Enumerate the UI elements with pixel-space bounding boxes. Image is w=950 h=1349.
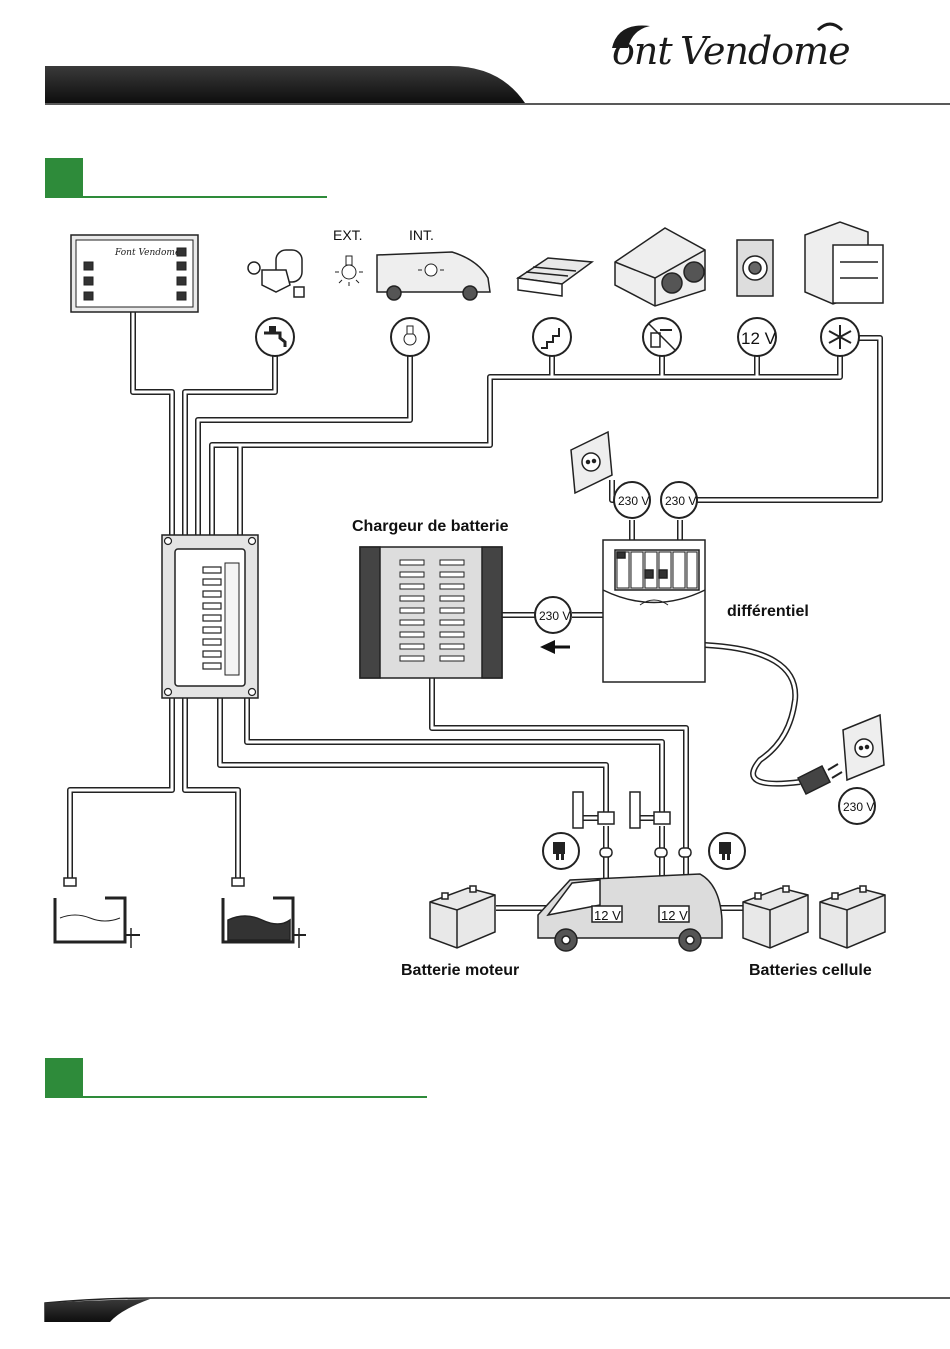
battery-icon xyxy=(430,886,495,948)
lamp-int-label: INT. xyxy=(409,227,434,243)
badge-12v-left: 12 V xyxy=(594,908,621,923)
van-int-lamp-icon: INT. xyxy=(377,227,490,300)
light-icon xyxy=(391,318,429,356)
lamp-ext-icon: EXT. xyxy=(333,227,363,286)
section-marker-2 xyxy=(45,1058,427,1098)
control-panel-icon: Font Vendome xyxy=(71,235,198,312)
section-marker-1 xyxy=(45,158,327,198)
battery-cell-2-icon xyxy=(820,886,885,948)
water-tank-grey-icon xyxy=(223,878,306,948)
water-pump-icon xyxy=(248,250,304,297)
fuse-icon-right xyxy=(709,833,745,869)
tap-icon xyxy=(256,318,294,356)
socket-12v-icon xyxy=(737,240,773,296)
svg-text:EXT.: EXT. xyxy=(333,227,363,243)
battery-cell-1-icon xyxy=(743,886,808,948)
plug-icon xyxy=(798,764,842,794)
heater-icon xyxy=(615,228,705,306)
badge-230v-a-text: 230 V xyxy=(618,494,649,508)
boiler-icon xyxy=(643,318,681,356)
differential-breaker xyxy=(603,540,705,682)
fridge-icon xyxy=(805,222,883,304)
wall-socket-bottom-icon xyxy=(843,715,884,780)
svg-text:Font Vendome: Font Vendome xyxy=(114,248,180,258)
arrow-left-icon xyxy=(540,640,570,654)
lamp-ext-label: EXT. xyxy=(333,227,363,243)
van-icon xyxy=(538,874,722,951)
svg-text:INT.: INT. xyxy=(409,227,434,243)
brand-logo: ont Vendome xyxy=(612,24,850,73)
badge-230v-socket-a: 230 V xyxy=(614,482,650,518)
badge-230v-plug: 230 V xyxy=(839,788,875,824)
battery-charger xyxy=(360,547,502,678)
engine-battery-label: Batterie moteur xyxy=(401,962,519,979)
socket-12v-badge: 12 V xyxy=(738,318,777,356)
badge-230v-socket-b: 230 V xyxy=(661,482,697,518)
wall-socket-icon xyxy=(571,432,612,493)
differential-label: différentiel xyxy=(727,603,809,620)
badge-230v-charger: 230 V xyxy=(535,597,571,633)
charger-label: Chargeur de batterie xyxy=(352,518,509,535)
fuse-icon xyxy=(543,833,579,869)
svg-text:Vendome: Vendome xyxy=(680,29,850,73)
step-icon xyxy=(518,258,592,296)
badge-12v-top: 12 V xyxy=(741,329,777,348)
svg-text:12 V: 12 V xyxy=(741,329,777,348)
badge-230v-b-text: 230 V xyxy=(665,494,696,508)
cell-batteries-label: Batteries cellule xyxy=(749,962,872,979)
badge-230v-charger-text: 230 V xyxy=(539,609,570,623)
snowflake-icon xyxy=(821,318,859,356)
footer-bar xyxy=(45,1298,950,1322)
stairs-icon xyxy=(533,318,571,356)
distribution-box xyxy=(162,535,258,698)
badge-12v-right: 12 V xyxy=(661,908,688,923)
badge-230v-plug-text: 230 V xyxy=(843,800,874,814)
water-tank-icon xyxy=(55,878,140,948)
